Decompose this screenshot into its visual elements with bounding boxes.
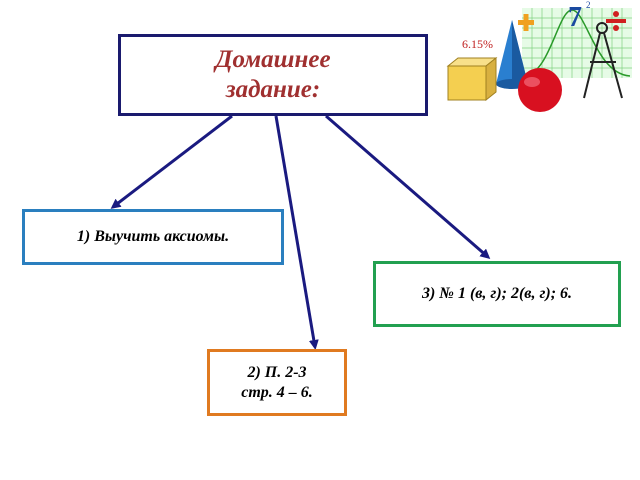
page-title: Домашнее задание: (215, 46, 331, 103)
arrow-to-task3 (325, 114, 491, 259)
plus-sign-icon (518, 14, 534, 31)
task-2-text: 2) П. 2-3 стр. 4 – 6. (241, 363, 313, 401)
math-clipart: 6.15% 7 2 (446, 0, 632, 112)
division-sign-icon (606, 11, 626, 31)
compass-icon (583, 22, 623, 99)
task-3-box: 3) № 1 (в, г); 2(в, г); 6. (373, 261, 621, 327)
percent-label: 6.15% (462, 37, 493, 51)
number-seven-label: 7 (568, 2, 582, 33)
sphere-icon (518, 68, 562, 112)
task-1-text: 1) Выучить аксиомы. (76, 228, 230, 245)
task-1-box: 1) Выучить аксиомы. (22, 209, 284, 265)
title-box: Домашнее задание: (118, 34, 428, 116)
arrow-to-task1 (110, 114, 233, 209)
task-2-box: 2) П. 2-3 стр. 4 – 6. (207, 349, 347, 416)
cube-icon (446, 56, 498, 102)
superscript-label: 2 (586, 0, 591, 10)
arrow-to-task2 (274, 115, 319, 350)
task-3-text: 3) № 1 (в, г); 2(в, г); 6. (421, 285, 573, 302)
